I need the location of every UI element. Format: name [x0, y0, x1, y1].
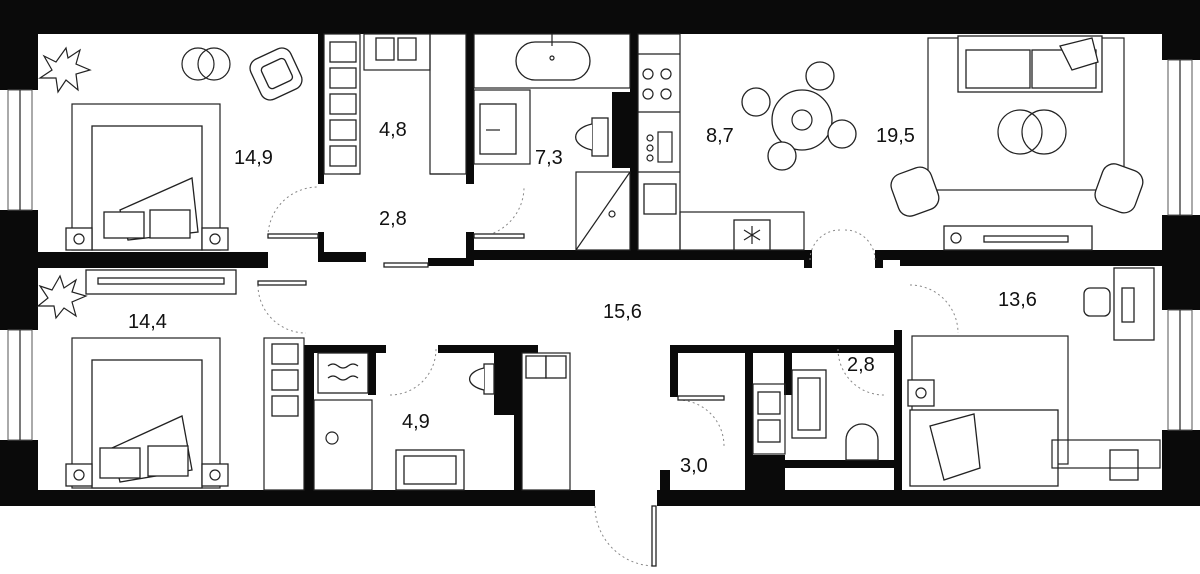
desk-icon [1113, 267, 1155, 341]
interior-walls [38, 34, 1162, 490]
shower-icon [575, 171, 631, 251]
freezer-icon [733, 219, 771, 251]
kitchen-sink-icon [643, 183, 677, 215]
coffee-table-icon [997, 109, 1067, 155]
oven-icon [646, 131, 673, 163]
room-area-wardrobe: 4,8 [379, 119, 407, 141]
closet-shelves [521, 352, 571, 491]
closet-shelves [752, 383, 786, 455]
dresser-icon [1051, 439, 1161, 469]
room-area-bathroom-bottom-left: 4,9 [402, 411, 430, 433]
bed-icon [907, 335, 1139, 487]
room-area-corridor-top: 2,8 [379, 208, 407, 230]
chair-icon [1083, 287, 1111, 317]
armchair-icon [249, 47, 303, 101]
toilet-icon [468, 363, 495, 395]
plant-icon [36, 274, 88, 320]
wardrobe-shelves [263, 337, 305, 491]
room-area-living-room: 19,5 [876, 125, 915, 147]
dining-table-icon [741, 61, 857, 171]
radiator-icon [317, 352, 369, 394]
room-area-bedroom-bottom-left: 14,4 [128, 311, 167, 333]
bed-icon [65, 337, 229, 489]
sofa-icon [957, 35, 1103, 93]
sink-icon [791, 369, 827, 439]
outer-walls [0, 0, 1200, 506]
shower-icon [313, 399, 373, 491]
room-area-hallway: 15,6 [603, 301, 642, 323]
plant-icon [38, 46, 92, 94]
windows [7, 59, 1193, 441]
doors [257, 186, 959, 567]
tv-stand-icon [943, 225, 1093, 251]
room-area-closet: 3,0 [680, 455, 708, 477]
armchair-icon [890, 163, 1144, 217]
room-area-kitchen: 8,7 [706, 125, 734, 147]
room-area-bedroom-top-left: 14,9 [234, 147, 273, 169]
toilet-icon [845, 423, 879, 461]
desk-icon [85, 269, 237, 295]
sink-icon [395, 449, 465, 491]
kitchen-counter [637, 33, 805, 251]
toilet-icon [575, 117, 609, 157]
area-labels: 14,9 4,8 7,3 8,7 19,5 2,8 14,4 15,6 13,6… [128, 119, 1037, 477]
bed-icon [65, 103, 229, 251]
stove-icon [642, 68, 672, 100]
bathtub-icon [473, 33, 631, 89]
wardrobe-shelves [323, 33, 467, 175]
sink-icon [473, 89, 531, 165]
room-area-bathroom-top: 7,3 [535, 147, 563, 169]
side-table-icon [181, 47, 231, 81]
room-area-bedroom-right: 13,6 [998, 289, 1037, 311]
room-area-bathroom-bottom-right: 2,8 [847, 354, 875, 376]
